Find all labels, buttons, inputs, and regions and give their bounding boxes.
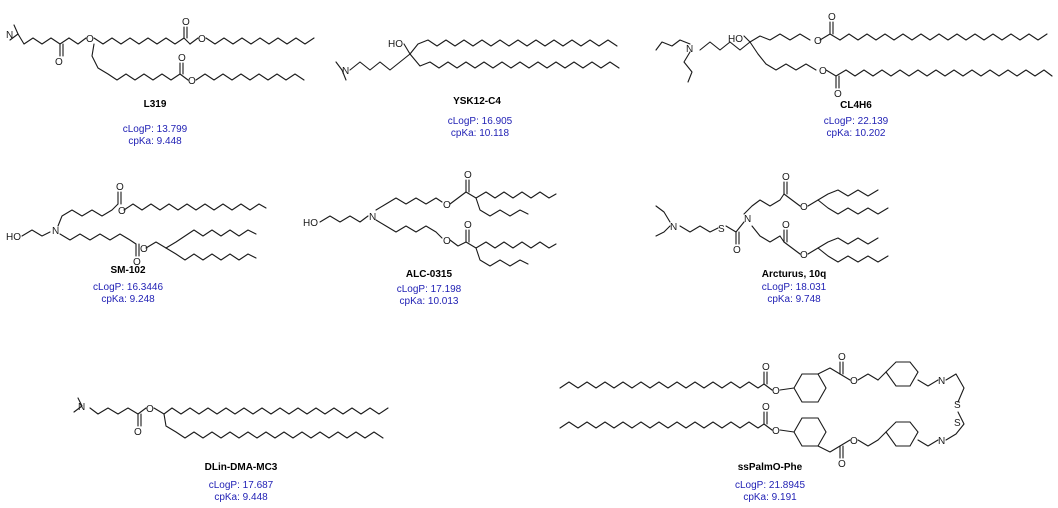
molecule-sm102: HO N O O O O SM-102 cLogP: 16.3446 cpKa:…: [6, 182, 267, 305]
dlin-nitrogen-label: N: [78, 402, 85, 413]
arcturus-name: Arcturus, 10q: [762, 269, 826, 280]
dlin-clogp: cLogP: 17.687: [209, 480, 274, 491]
sm102-nitrogen-label: N: [52, 226, 59, 237]
l319-clogp: cLogP: 13.799: [123, 124, 188, 135]
arcturus-sulfur-label: S: [718, 224, 725, 235]
l319-nitrogen-label: N: [6, 30, 13, 41]
arcturus-oxygen-label: O: [800, 250, 808, 261]
molecule-l319: N O O O O O O L319 cLogP: 13.799 cpKa: 9…: [6, 17, 315, 147]
arcturus-clogp: cLogP: 18.031: [762, 282, 827, 293]
cl4h6-oxygen-label: O: [814, 36, 822, 47]
sspalmo-oxygen-label: O: [762, 402, 770, 413]
l319-oxygen-label: O: [178, 53, 186, 64]
ysk12-nitrogen-label: N: [342, 66, 349, 77]
sm102-clogp: cLogP: 16.3446: [93, 282, 163, 293]
cl4h6-nitrogen-label: N: [686, 44, 693, 55]
alc0315-nitrogen-label: N: [369, 212, 376, 223]
l319-structure: N O O O O O O: [6, 17, 315, 87]
molecule-alc0315: HO N O O O O ALC-0315 cLogP: 17.198 cpKa…: [303, 170, 557, 307]
ysk12-clogp: cLogP: 16.905: [448, 116, 513, 127]
dlin-name: DLin-DMA-MC3: [205, 462, 278, 473]
arcturus-nitrogen-label: N: [670, 222, 677, 233]
alc0315-hydroxyl-label: HO: [303, 218, 318, 229]
sspalmo-oxygen-label: O: [838, 352, 846, 363]
cl4h6-cpka: cpKa: 10.202: [827, 128, 886, 139]
sspalmo-nitrogen-label: N: [938, 376, 945, 387]
ysk12-name: YSK12-C4: [453, 96, 501, 107]
cl4h6-clogp: cLogP: 22.139: [824, 116, 889, 127]
sm102-hydroxyl-label: HO: [6, 232, 21, 243]
sspalmo-oxygen-label: O: [850, 376, 858, 387]
arcturus-oxygen-label: O: [733, 245, 741, 256]
dlin-structure: N O O: [73, 397, 389, 439]
l319-name: L319: [144, 99, 167, 110]
alc0315-structure: HO N O O O O: [303, 170, 557, 267]
dlin-oxygen-label: O: [134, 427, 142, 438]
sspalmo-nitrogen-label: N: [938, 436, 945, 447]
arcturus-structure: N S O N O O O O: [655, 172, 889, 263]
sm102-cpka: cpKa: 9.248: [101, 294, 155, 305]
ysk12-hydroxyl-label: HO: [388, 39, 403, 50]
sspalmo-oxygen-label: O: [772, 386, 780, 397]
sspalmo-oxygen-label: O: [772, 426, 780, 437]
ysk12-structure: HO N: [335, 39, 620, 81]
cl4h6-oxygen-label: O: [828, 12, 836, 23]
l319-oxygen-label: O: [188, 76, 196, 87]
sspalmo-oxygen-label: O: [838, 459, 846, 470]
alc0315-name: ALC-0315: [406, 269, 453, 280]
cl4h6-hydroxyl-label: HO: [728, 34, 743, 45]
arcturus-oxygen-label: O: [800, 202, 808, 213]
sm102-oxygen-label: O: [118, 206, 126, 217]
sm102-oxygen-label: O: [133, 257, 141, 268]
molecule-arcturus: N S O N O O O O Arcturus, 10q cLogP: 18.…: [655, 172, 889, 305]
sspalmo-structure: O O O O N S O O O O N S: [559, 352, 965, 470]
arcturus-nitrogen-label: N: [744, 214, 751, 225]
l319-cpka: cpKa: 9.448: [128, 136, 182, 147]
molecule-dlin: N O O DLin-DMA-MC3 cLogP: 17.687 cpKa: 9…: [73, 397, 389, 503]
alc0315-oxygen-label: O: [443, 236, 451, 247]
sspalmo-name: ssPalmO-Phe: [738, 462, 803, 473]
sspalmo-oxygen-label: O: [850, 436, 858, 447]
alc0315-oxygen-label: O: [443, 200, 451, 211]
sspalmo-oxygen-label: O: [762, 362, 770, 373]
sm102-name: SM-102: [110, 265, 145, 276]
molecule-cl4h6: N HO O O O O CL4H6 cLogP: 22.139 cpKa: 1…: [655, 12, 1053, 139]
cl4h6-oxygen-label: O: [834, 89, 842, 100]
sm102-oxygen-label: O: [116, 182, 124, 193]
l319-oxygen-label: O: [182, 17, 190, 28]
cl4h6-structure: N HO O O O O: [655, 12, 1053, 100]
sm102-structure: HO N O O O O: [6, 182, 267, 268]
sspalmo-sulfur-label: S: [954, 400, 961, 411]
dlin-cpka: cpKa: 9.448: [214, 492, 268, 503]
alc0315-oxygen-label: O: [464, 170, 472, 181]
l319-oxygen-label: O: [55, 57, 63, 68]
cl4h6-oxygen-label: O: [819, 66, 827, 77]
arcturus-oxygen-label: O: [782, 172, 790, 183]
molecule-ysk12: HO N YSK12-C4 cLogP: 16.905 cpKa: 10.118: [335, 39, 620, 139]
molecule-sspalmo: O O O O N S O O O O N S ssPalmO-Phe cLog…: [559, 352, 965, 503]
cl4h6-name: CL4H6: [840, 100, 872, 111]
alc0315-clogp: cLogP: 17.198: [397, 284, 462, 295]
dlin-oxygen-label: O: [146, 404, 154, 415]
arcturus-oxygen-label: O: [782, 220, 790, 231]
sm102-oxygen-label: O: [140, 244, 148, 255]
alc0315-oxygen-label: O: [464, 220, 472, 231]
sspalmo-clogp: cLogP: 21.8945: [735, 480, 805, 491]
sspalmo-cpka: cpKa: 9.191: [743, 492, 797, 503]
alc0315-cpka: cpKa: 10.013: [400, 296, 459, 307]
l319-oxygen-label: O: [198, 34, 206, 45]
sspalmo-sulfur-label: S: [954, 418, 961, 429]
l319-oxygen-label: O: [86, 34, 94, 45]
arcturus-cpka: cpKa: 9.748: [767, 294, 821, 305]
ysk12-cpka: cpKa: 10.118: [451, 128, 510, 139]
